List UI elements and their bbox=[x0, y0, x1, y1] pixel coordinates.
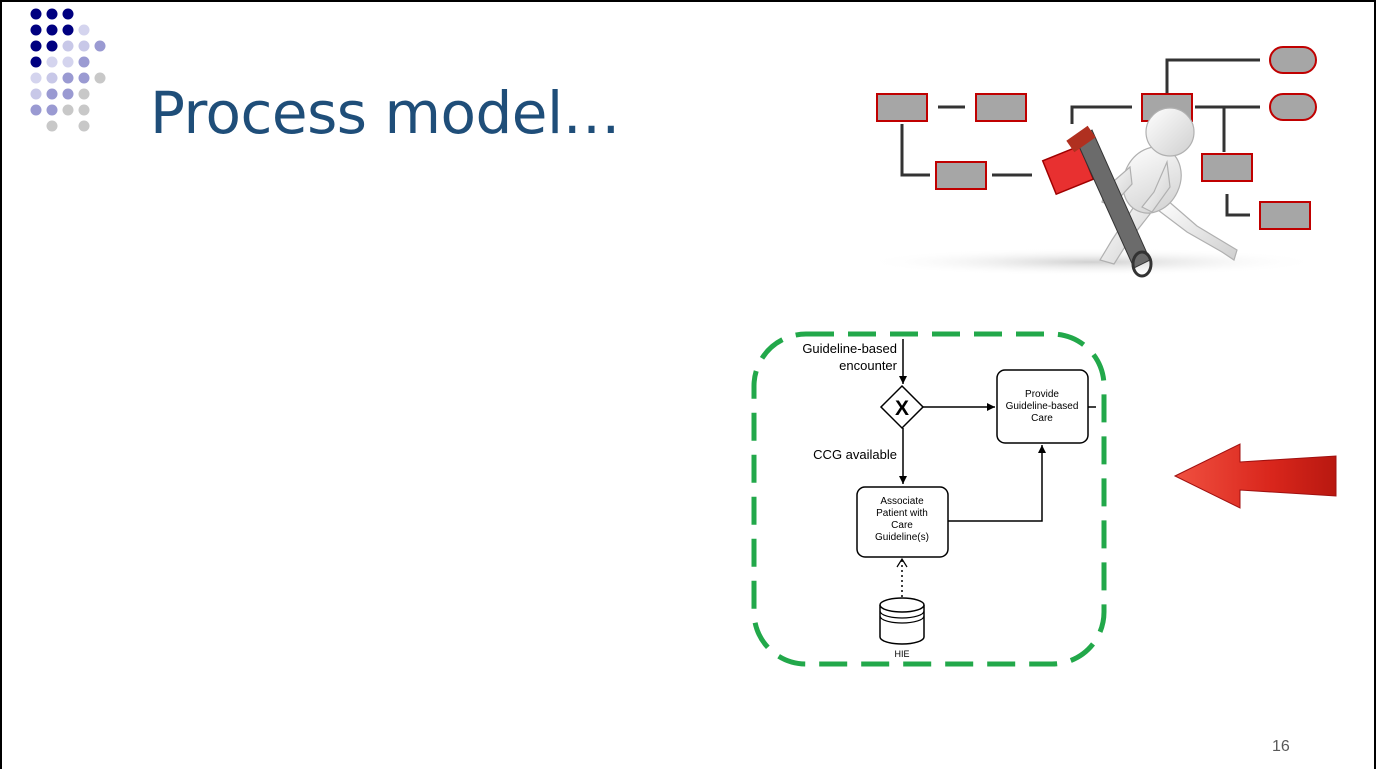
floor-shadow bbox=[862, 248, 1322, 276]
figure-person bbox=[1099, 107, 1238, 265]
condition-label: CCG available bbox=[813, 447, 897, 462]
decorative-dot-grid-icon bbox=[30, 8, 106, 132]
dot-row-6 bbox=[30, 88, 90, 100]
start-label-line2: encounter bbox=[839, 358, 897, 373]
flowchart-boxes bbox=[876, 46, 1317, 230]
task-provide-guideline-care: Provide Guideline-based Care bbox=[996, 369, 1089, 444]
associate-line-1: Associate bbox=[880, 496, 924, 507]
exclusive-gateway: X bbox=[879, 384, 925, 430]
dashed-green-frame bbox=[751, 331, 1107, 667]
dot-row-3 bbox=[30, 40, 106, 52]
dot-row-1 bbox=[30, 8, 74, 20]
process-figure-wrench-icon bbox=[862, 46, 1322, 278]
start-label-line1: Guideline-based bbox=[802, 341, 897, 356]
slide-title: Process model… bbox=[150, 79, 621, 147]
dot-row-8 bbox=[46, 120, 90, 132]
associate-line-3: Care bbox=[891, 520, 913, 531]
provide-line-1: Provide bbox=[1025, 389, 1059, 400]
data-association-arrowhead bbox=[896, 557, 908, 568]
datastore-label: HIE bbox=[894, 649, 909, 659]
associate-line-2: Patient with bbox=[876, 508, 928, 519]
associate-line-4: Guideline(s) bbox=[875, 532, 929, 543]
dot-row-4 bbox=[30, 56, 90, 68]
hie-datastore-icon bbox=[879, 597, 925, 645]
provide-line-2: Guideline-based bbox=[1006, 401, 1079, 412]
dot-row-2 bbox=[30, 24, 90, 36]
dot-row-5 bbox=[30, 72, 106, 84]
wrench bbox=[1066, 125, 1153, 278]
flow-associate-to-provide bbox=[948, 445, 1046, 522]
provide-line-3: Care bbox=[1031, 413, 1053, 424]
task-associate-patient: Associate Patient with Care Guideline(s) bbox=[856, 486, 949, 558]
page-number: 16 bbox=[1272, 738, 1290, 755]
flowchart-connectors bbox=[900, 58, 1260, 217]
dot-row-7 bbox=[30, 104, 90, 116]
gateway-symbol: X bbox=[895, 397, 909, 420]
